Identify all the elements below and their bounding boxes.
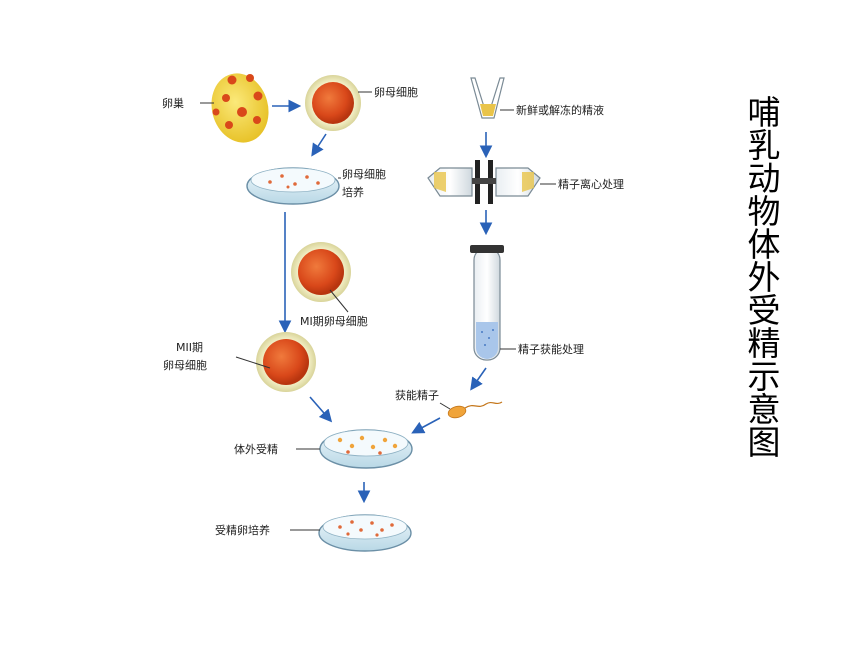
semen-pipette	[470, 77, 505, 119]
mi-oocyte-cell	[291, 242, 351, 302]
capacitation-tube	[470, 245, 504, 361]
mii-leader	[235, 356, 271, 369]
mii-oocyte-cell	[256, 332, 316, 392]
arrow-sperm-ivf	[411, 417, 441, 434]
diagram-title: 哺乳动物体外受精示意图	[742, 95, 781, 458]
zygote-culture-label: 受精卵培养	[215, 523, 270, 537]
oocyte-label: 卵母细胞	[374, 86, 418, 99]
arrow-mii-ivf	[309, 396, 333, 423]
oocyte-culture-label-2: 培养	[342, 185, 364, 199]
mi-leader	[329, 289, 349, 313]
ivf-dish	[319, 429, 413, 469]
ivf-label: 体外受精	[234, 442, 278, 456]
mi-oocyte-label: MI期卵母细胞	[300, 315, 368, 328]
arrow-tube-sperm	[470, 367, 487, 391]
capacitated-sperm	[447, 401, 503, 419]
mii-oocyte-label-2: 卵母细胞	[163, 359, 207, 372]
oocyte-culture-label-1: 卵母细胞	[342, 168, 386, 181]
oocyte-cell	[305, 75, 361, 131]
mii-oocyte-label-1: MII期	[176, 341, 203, 354]
ovary-label: 卵巢	[162, 97, 184, 110]
sperm-leader	[439, 402, 451, 410]
zygote-culture-dish	[318, 514, 412, 552]
centrifuge	[427, 160, 541, 204]
oocyte-culture-dish	[246, 167, 340, 205]
arrow-oocyte-dish	[311, 133, 327, 157]
centrifuge-label: 精子离心处理	[558, 177, 624, 191]
semen-label: 新鲜或解冻的精液	[516, 103, 604, 117]
ovary	[211, 73, 269, 143]
capacitation-label: 精子获能处理	[518, 342, 584, 356]
capacitated-sperm-label: 获能精子	[395, 388, 439, 402]
